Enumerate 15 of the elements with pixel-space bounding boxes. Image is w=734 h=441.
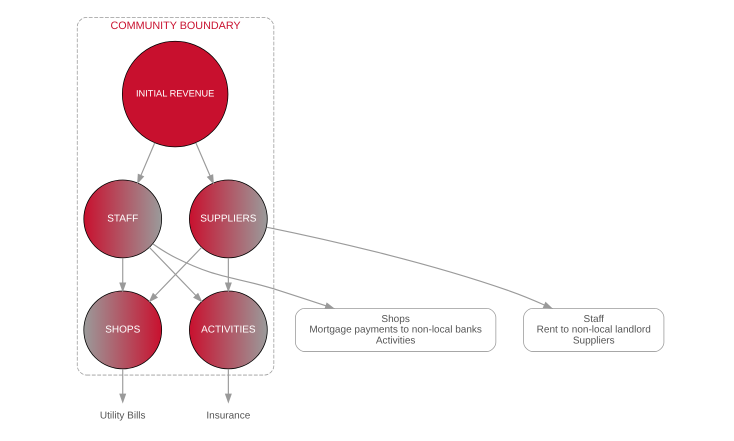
node-circle: INITIAL REVENUE [121, 40, 228, 148]
node-text: Utility Bills [99, 410, 146, 422]
node-text: Insurance [206, 410, 250, 422]
node-box: Shops Mortgage payments to non-local banks Activities [294, 308, 496, 352]
arrow [118, 258, 126, 292]
arrow [152, 243, 335, 310]
arrow [136, 142, 155, 184]
arrow [266, 226, 553, 309]
node-box: Staff Rent to non-local landlord Suppliers [522, 308, 664, 352]
arrow [118, 369, 126, 404]
arrow [224, 369, 232, 404]
arrow [194, 142, 214, 185]
arrow [224, 258, 232, 292]
node-circle: STAFF [82, 180, 162, 258]
node-circle: SUPPLIERS [188, 180, 268, 258]
